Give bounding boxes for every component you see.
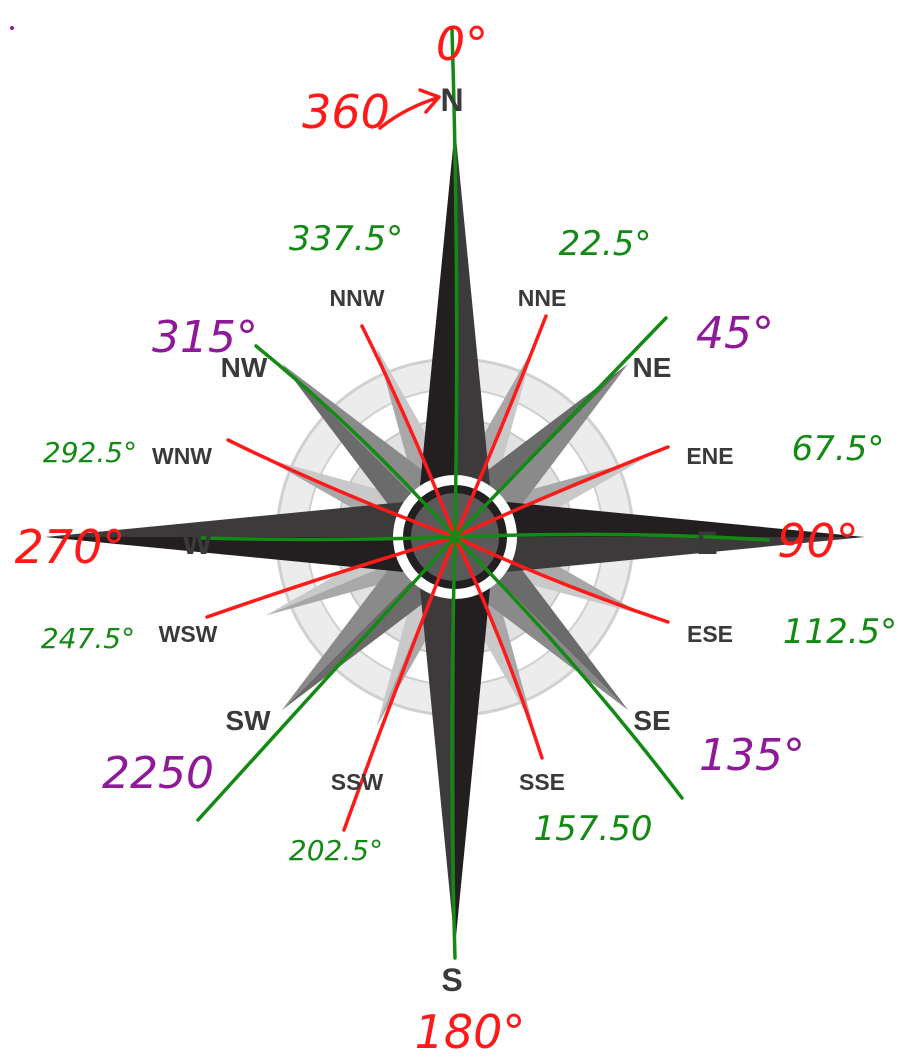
primary-points bbox=[45, 127, 865, 947]
primary-point-1-left bbox=[455, 497, 865, 537]
primary-point-2-left bbox=[455, 537, 495, 947]
annotation-315: 315° bbox=[152, 312, 258, 363]
annotation-270: 270° bbox=[15, 520, 126, 574]
annotation-202-5: 202.5° bbox=[289, 834, 383, 867]
label-s: S bbox=[441, 962, 462, 998]
green-line-n bbox=[450, 28, 459, 539]
label-ene: ENE bbox=[686, 443, 733, 469]
annotation-45: 45° bbox=[696, 308, 774, 359]
north-arrow-shaft bbox=[378, 96, 439, 130]
label-sw: SW bbox=[225, 705, 271, 736]
annotation-337-5: 337.5° bbox=[289, 219, 403, 259]
green-line-ne bbox=[453, 316, 668, 539]
north-arrow-head bbox=[418, 88, 441, 114]
red-line-wnw bbox=[226, 438, 457, 539]
primary-point-0-right bbox=[455, 127, 495, 537]
red-bearing-lines bbox=[205, 314, 670, 832]
annotation-180: 180° bbox=[415, 1005, 526, 1059]
label-nw: NW bbox=[221, 352, 268, 383]
stray-dot bbox=[10, 26, 14, 30]
label-e: E bbox=[696, 525, 717, 561]
annotation-22-5: 22.5° bbox=[559, 224, 652, 264]
label-sse: SSE bbox=[519, 769, 565, 795]
label-ne: NE bbox=[633, 352, 672, 383]
primary-point-1-right bbox=[455, 537, 865, 577]
label-n: N bbox=[440, 82, 463, 118]
annotation-360: 360 bbox=[302, 85, 390, 139]
primary-point-0-left bbox=[415, 127, 455, 537]
annotation-0: 0° bbox=[436, 17, 488, 71]
red-line-ene bbox=[453, 445, 670, 539]
primary-point-3-right bbox=[45, 497, 455, 537]
green-line-sw bbox=[196, 535, 457, 822]
green-line-e bbox=[453, 532, 770, 542]
annotation-247-5: 247.5° bbox=[41, 622, 135, 655]
annotation-90: 90° bbox=[777, 514, 859, 568]
annotation-157-5: 157.50 bbox=[534, 809, 653, 849]
label-wnw: WNW bbox=[152, 443, 212, 469]
red-line-nne bbox=[453, 314, 548, 539]
annotation-225: 2250 bbox=[102, 748, 214, 799]
label-se: SE bbox=[633, 705, 670, 736]
green-line-se bbox=[453, 535, 684, 800]
red-line-nnw bbox=[360, 324, 457, 539]
red-line-ese bbox=[453, 535, 670, 624]
green-bearing-lines bbox=[196, 28, 770, 960]
green-line-w bbox=[198, 535, 457, 542]
label-nne: NNE bbox=[518, 285, 567, 311]
annotation-67-5: 67.5° bbox=[792, 429, 885, 469]
green-line-s bbox=[450, 535, 457, 960]
red-line-wsw bbox=[205, 535, 457, 619]
label-ese: ESE bbox=[687, 621, 733, 647]
annotation-292-5: 292.5° bbox=[43, 436, 137, 469]
label-ssw: SSW bbox=[331, 769, 384, 795]
green-line-nw bbox=[254, 344, 457, 539]
red-line-sse bbox=[453, 535, 544, 760]
label-wsw: WSW bbox=[159, 621, 218, 647]
red-line-ssw bbox=[342, 535, 457, 832]
label-nnw: NNW bbox=[330, 285, 385, 311]
primary-point-2-right bbox=[415, 537, 455, 947]
label-w: W bbox=[182, 525, 213, 561]
annotation-135: 135° bbox=[699, 730, 805, 781]
annotation-112-5: 112.5° bbox=[783, 612, 897, 652]
